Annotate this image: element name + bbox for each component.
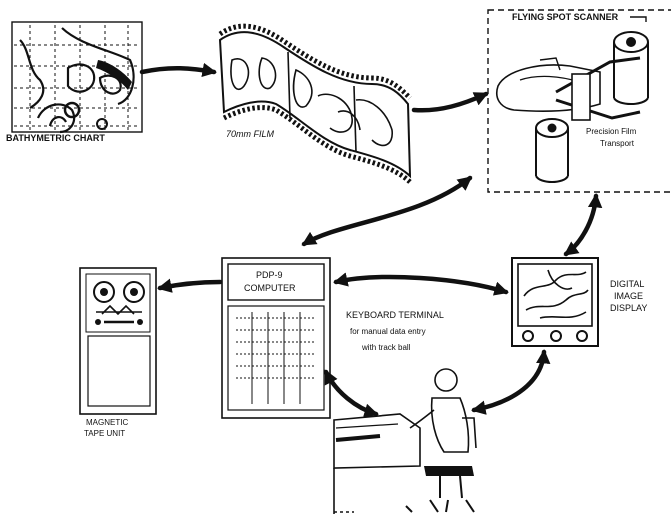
bathymetric-chart: BATHYMETRIC CHART <box>6 21 143 143</box>
bathymetric-chart-label: BATHYMETRIC CHART <box>6 133 105 143</box>
magnetic-tape-label-2: TAPE UNIT <box>84 429 125 438</box>
pdp9-computer: PDP-9 COMPUTER <box>221 257 331 419</box>
computer-label-1: PDP-9 <box>256 270 283 280</box>
arrow-film-to-scanner <box>411 91 489 113</box>
magnetic-tape-label-1: MAGNETIC <box>86 418 128 427</box>
keyboard-terminal-sub-1: for manual data entry <box>350 327 426 336</box>
keyboard-terminal-sub-2: with track ball <box>361 343 411 352</box>
arrow-computer-display <box>333 272 509 296</box>
display-label-1: DIGITAL <box>610 279 644 289</box>
keyboard-terminal-label: KEYBOARD TERMINAL <box>346 310 444 320</box>
precision-film-transport-label-2: Transport <box>600 139 635 148</box>
arrow-chart-to-film <box>139 62 217 78</box>
film-strip: 70mm FILM <box>218 23 412 184</box>
magnetic-tape-unit: MAGNETIC TAPE UNIT <box>79 267 157 438</box>
arrow-computer-terminal <box>323 369 379 418</box>
arrow-scanner-display <box>563 193 603 257</box>
precision-film-transport-label-1: Precision Film <box>586 127 637 136</box>
arrow-display-terminal <box>471 349 551 415</box>
arrow-computer-to-tape <box>157 278 223 293</box>
computer-label-2: COMPUTER <box>244 283 296 293</box>
display-label-2: IMAGE <box>614 291 643 301</box>
digital-image-display: DIGITAL IMAGE DISPLAY <box>511 257 647 347</box>
scanner-label: FLYING SPOT SCANNER <box>512 12 619 22</box>
display-label-3: DISPLAY <box>610 303 647 313</box>
keyboard-terminal: KEYBOARD TERMINAL for manual data entry … <box>333 310 477 514</box>
flying-spot-scanner: FLYING SPOT SCANNER Precision Film Trans… <box>487 9 671 193</box>
film-label: 70mm FILM <box>226 129 275 139</box>
arrow-scanner-computer <box>301 175 473 247</box>
